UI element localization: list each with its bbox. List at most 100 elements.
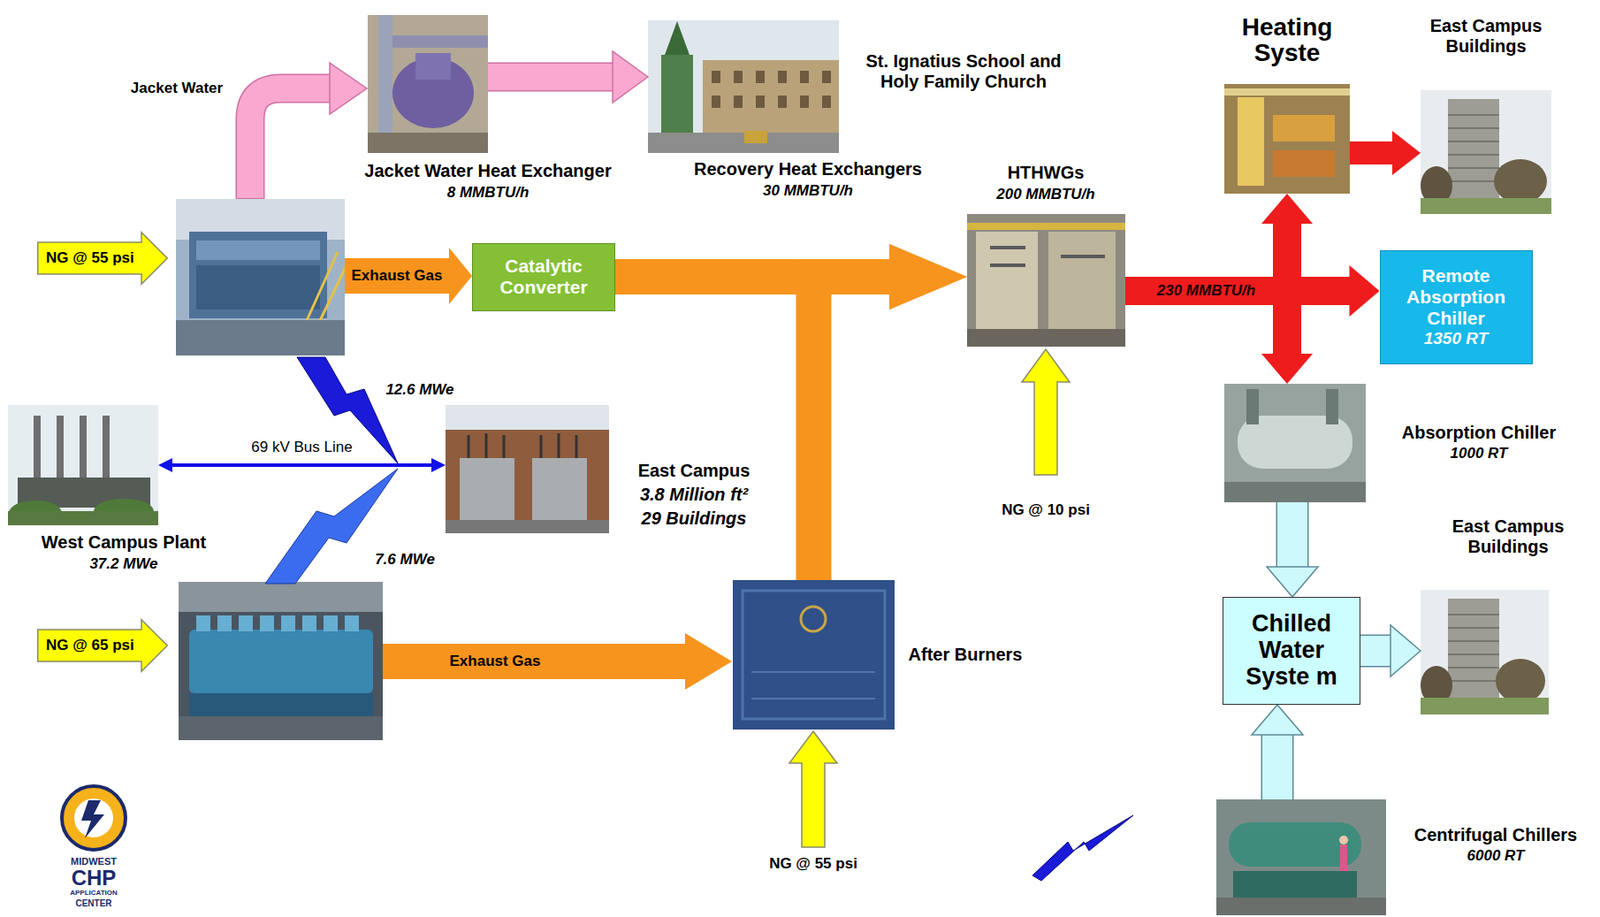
flow-arrow [1125, 290, 1288, 355]
heat-exchanger-photo [415, 53, 451, 80]
node-caption: East Campus Buildings [1432, 516, 1584, 557]
substation-photo: East Campus3.8 Million ft²29 Buildings [445, 404, 610, 534]
substation-photo [445, 404, 610, 534]
node-caption: St. Ignatius School and Holy Family Chur… [853, 51, 1075, 92]
engine-photo [196, 615, 211, 632]
flow-arrow [1277, 502, 1308, 568]
engine-photo [344, 615, 359, 632]
node-caption: Absorption Chiller [1394, 422, 1563, 443]
building-photo [1447, 99, 1500, 199]
node-caption: Remote Absorption Chiller [1389, 265, 1524, 329]
church-photo [822, 70, 831, 84]
node-caption: East Campus [605, 460, 783, 481]
chiller-photo [1224, 383, 1366, 503]
arrow-head [889, 243, 968, 310]
system-box: Chilled Water Syste m [1222, 596, 1361, 705]
chiller-photo [1216, 799, 1387, 915]
generator-photo [967, 222, 1126, 230]
afterburner-photo [800, 606, 826, 632]
heat-exchanger-photo: Jacket Water Heat Exchanger8 MMBTU/h [367, 15, 488, 153]
arrow-shape [38, 619, 168, 672]
flow-arrow [1360, 634, 1392, 668]
heating-system-photo [1272, 114, 1335, 142]
arrow-head [431, 457, 446, 473]
engine-photo [178, 581, 383, 740]
afterburner-photo [732, 579, 895, 730]
arrow-head [1349, 265, 1380, 317]
building-photo [1420, 90, 1552, 214]
arrow-head [1261, 193, 1313, 224]
node-caption: 1350 RT [1424, 328, 1489, 349]
logo-text: APPLICATION [68, 889, 120, 898]
engine-photo [178, 716, 383, 740]
node-caption: Chilled Water Syste m [1232, 610, 1351, 690]
flow-arrow [158, 457, 446, 473]
lightning-bolt [1032, 815, 1134, 881]
chiller-photo [1340, 844, 1348, 871]
afterburner-photo [742, 590, 885, 719]
heating-system-photo: Heating Syste [1224, 83, 1350, 194]
flow-arrow [487, 51, 648, 103]
church-photo [711, 70, 831, 108]
flow-label: 230 MMBTU/h [1154, 281, 1258, 300]
process-box: Catalytic Converter [472, 243, 616, 312]
flow-arrow [1262, 733, 1293, 800]
engine-photo [281, 615, 296, 632]
afterburner-photo: After Burners [732, 579, 895, 730]
chiller-photo [1325, 388, 1339, 425]
substation-photo [445, 404, 610, 430]
power-plant-photo [33, 415, 41, 487]
substation-photo [445, 519, 610, 534]
chiller-photo [1216, 799, 1387, 915]
church-photo [733, 95, 743, 108]
jacket-water-arrow [250, 88, 331, 199]
chiller-photo [1233, 870, 1357, 898]
logo-text: MIDWEST [68, 855, 119, 867]
node-caption: Centrifugal Chillers [1407, 824, 1585, 846]
flow-arrow [1261, 733, 1295, 800]
flow-arrow [1125, 265, 1380, 317]
arrow-shape [38, 232, 168, 285]
engine-photo [178, 581, 383, 612]
church-photo [711, 70, 721, 84]
substation-photo [459, 457, 515, 522]
arrow-head [612, 51, 648, 103]
engine-photo [217, 615, 232, 632]
building-photo [1493, 159, 1547, 204]
church-photo [647, 20, 839, 153]
building-photo [1420, 589, 1549, 715]
flow-arrow [814, 243, 968, 580]
flow-label: 69 kV Bus Line [248, 438, 355, 457]
church-photo [664, 21, 690, 55]
church-photo [755, 95, 765, 108]
heating-system-photo [1224, 83, 1350, 194]
node-caption: Recovery Heat Exchangers [675, 159, 941, 180]
chiller-photo [1246, 388, 1259, 425]
generator-photo [1048, 231, 1116, 329]
chiller-photo [1224, 383, 1366, 503]
generator-photo [967, 213, 1126, 347]
flow-arrow [1125, 193, 1313, 291]
node-caption: 6000 RT [1407, 846, 1585, 865]
power-plant-photo [7, 510, 159, 526]
building-photo [1447, 598, 1500, 698]
node-caption: NG @ 55 psi [45, 249, 135, 267]
arrow-head [1392, 130, 1421, 176]
flow-arrow [1349, 141, 1394, 165]
power-plant-photo [7, 404, 159, 526]
power-plant-photo [56, 415, 64, 487]
gas-supply-arrow [789, 349, 1070, 847]
heat-exchanger-photo [367, 15, 488, 153]
node-caption: Heating Syste [1220, 14, 1354, 67]
heat-exchanger-photo [392, 35, 488, 48]
flow-arrow [171, 463, 433, 467]
exhaust-arrow [344, 247, 473, 305]
engine-photo [196, 615, 359, 632]
power-plant-photo [33, 415, 110, 487]
church-photo: St. Ignatius School and Holy Family Chur… [647, 20, 839, 153]
flow-arrow [1349, 130, 1421, 176]
jacket-water-arrow [329, 62, 367, 115]
heating-system-photo [1224, 88, 1350, 96]
flow-arrow [615, 243, 968, 310]
